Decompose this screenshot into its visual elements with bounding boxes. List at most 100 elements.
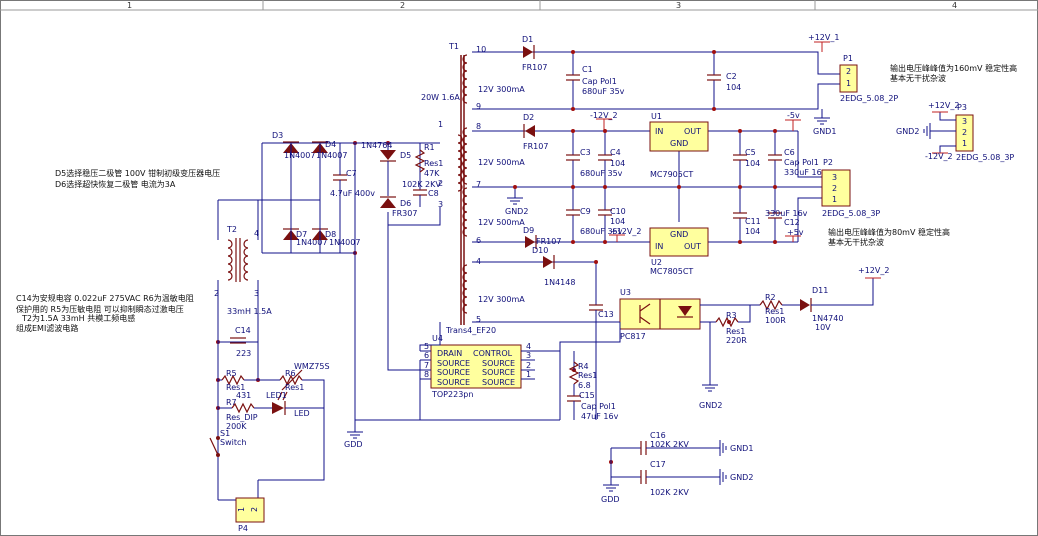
p3-pin2: 2 (962, 128, 967, 137)
capacitor-c16[interactable]: C16 102K 2KV (611, 431, 720, 455)
d3-value: 1N4007 (284, 151, 315, 160)
transformer-t1[interactable]: T1 20W 1.6A Trans4_EF20 12V 300mA 12V 50… (421, 42, 525, 335)
capacitor-c8[interactable]: C8 102K 2KV (402, 180, 441, 198)
c5-value: 104 (745, 159, 760, 168)
capacitor-c11[interactable]: C11 104 (733, 187, 761, 242)
led1-ref: LED1 (266, 391, 287, 400)
c2-value: 104 (726, 83, 741, 92)
controller-u4[interactable]: DRAIN CONTROL SOURCE SOURCE SOURCE SOURC… (430, 334, 522, 399)
power-12v-2-out: +12V_2 (858, 266, 889, 279)
choke-t2[interactable]: T2 33mH 1.5A 2 3 4 (214, 200, 272, 316)
diode-d6[interactable]: D6 FR307 (380, 196, 417, 218)
resistor-r4[interactable]: R4 Res1 6.8 (568, 361, 597, 390)
d9-value: FR107 (536, 237, 561, 246)
regulator-u1[interactable]: IN OUT GND U1 MC7905CT (649, 112, 709, 179)
gdd-symbol-a: GDD (344, 420, 363, 449)
connector-p3[interactable]: 3 2 1 P3 2EDG_5.08_3P +12V_2 -12V_2 GND2 (896, 101, 1014, 162)
capacitor-c6[interactable]: C6 Cap Pol1 330uF 16v (768, 131, 827, 187)
resistor-r2[interactable]: R2 Res1 100R (759, 293, 786, 325)
capacitor-c2[interactable]: C2 104 (707, 52, 741, 109)
optocoupler-u3[interactable]: U3 PC817 (619, 288, 701, 341)
led1-value: LED (294, 409, 310, 418)
u4-pin1: 1 (526, 370, 531, 379)
resistor-r5[interactable]: R5 Res1 431 (218, 369, 258, 400)
zener-d5[interactable]: 1N4764 D5 (361, 141, 411, 196)
d6-ref: D6 (400, 199, 411, 208)
gnd2-symbol-a: GND2 (505, 187, 528, 216)
capacitor-c12[interactable]: C12 330uF 16v (765, 187, 808, 242)
capacitor-c1[interactable]: C1 Cap Pol1 680uF 35v (566, 52, 625, 109)
pin-10: 10 (476, 45, 486, 54)
p1-pin1: 1 (846, 79, 851, 88)
capacitor-c3[interactable]: C3 680uF 35v (566, 131, 623, 187)
r1-value-type: Res1 (424, 159, 443, 168)
c1-ref: C1 (582, 65, 593, 74)
c1-value-type: Cap Pol1 (582, 77, 617, 86)
r2-value-type: Res1 (765, 307, 784, 316)
pin-1: 1 (438, 120, 443, 129)
pin-3: 3 (438, 200, 443, 209)
zener-d11[interactable]: D11 1N4740 10V (800, 286, 843, 332)
gnd2-label-a: GND2 (505, 207, 528, 216)
u4-drain: DRAIN (437, 349, 462, 358)
note-p1-line2: 基本无干扰杂波 (890, 73, 946, 83)
v12-2-label-u2: +12V_2 (610, 227, 641, 236)
p1-type: 2EDG_5.08_2P (840, 94, 898, 103)
capacitor-c14[interactable]: C14 223 (230, 326, 251, 358)
c9-ref: C9 (580, 207, 591, 216)
connector-p2[interactable]: 3 2 1 P2 2EDG_5.08_3P (821, 158, 880, 218)
diode-d9[interactable]: D9 FR107 (523, 226, 561, 249)
gnd1-symbol-c16: GND1 (719, 440, 753, 456)
u4-pin2: 2 (526, 361, 531, 370)
u1-ref: U1 (651, 112, 662, 121)
c12-value: 330uF 16v (765, 209, 808, 218)
r6-value: WMZ75S (294, 362, 330, 371)
resistor-r7[interactable]: R7 Res_DIP 200K (218, 398, 272, 431)
resistor-r3[interactable]: R3 Res1 220R (715, 311, 747, 345)
m12v-2-label: -12V_2 (590, 111, 618, 120)
r6-value-type: Res1 (285, 383, 304, 392)
regulator-u2[interactable]: GND IN OUT U2 MC7805CT (649, 227, 709, 276)
diode-d3[interactable]: D3 1N4007 (272, 131, 315, 160)
diode-d1[interactable]: D1 FR107 (522, 35, 547, 72)
capacitor-c4[interactable]: C4 104 (598, 131, 625, 187)
switch-s1[interactable]: S1 Switch (209, 429, 246, 457)
capacitor-c7[interactable]: C7 4.7uF 400v (330, 165, 375, 200)
d3-ref: D3 (272, 131, 283, 140)
t2-pin4: 4 (254, 229, 259, 238)
c17-value: 102K 2KV (650, 488, 689, 497)
d2-value: FR107 (523, 142, 548, 151)
capacitor-c9[interactable]: C9 680uF 35v (566, 187, 623, 242)
t2-ref: T2 (226, 225, 237, 234)
v12-1-label: +12V_1 (808, 33, 839, 42)
led-led1[interactable]: LED1 LED (266, 391, 324, 418)
r4-value-type: Res1 (578, 371, 597, 380)
pin-9: 9 (476, 102, 481, 111)
t1-type: Trans4_EF20 (445, 326, 496, 335)
p2-ref: P2 (823, 158, 833, 167)
capacitor-c10[interactable]: C10 104 (598, 187, 626, 242)
d4-value: 1N4007 (316, 151, 347, 160)
p3-type: 2EDG_5.08_3P (956, 153, 1014, 162)
diode-d2[interactable]: D2 FR107 (523, 113, 548, 151)
p2-pin1: 1 (832, 195, 837, 204)
u4-pin5: 5 (424, 342, 429, 351)
pin-6: 6 (476, 236, 481, 245)
r1-value: 47K (424, 169, 440, 178)
u4-source-4: SOURCE (482, 368, 515, 377)
capacitor-c13[interactable]: C13 (589, 304, 614, 420)
capacitor-c15[interactable]: C15 Cap Pol1 47uF 16v (567, 391, 619, 421)
thermistor-r6[interactable]: R6 Res1 WMZ75S (258, 362, 330, 481)
c2-ref: C2 (726, 72, 737, 81)
capacitor-c5[interactable]: C5 104 (733, 131, 760, 187)
capacitor-c17[interactable]: C17 102K 2KV (611, 460, 720, 497)
note-p2-line1: 输出电压峰峰值为80mV 稳定性高 (828, 227, 950, 237)
p1-pin2: 2 (846, 67, 851, 76)
power-12v-1: +12V_1 (808, 33, 839, 52)
resistor-r1[interactable]: R1 Res1 47K (414, 143, 443, 178)
diode-d10[interactable]: D10 1N4148 (532, 246, 575, 287)
connector-p1[interactable]: 2 1 P1 2EDG_5.08_2P (839, 54, 898, 103)
connector-p4[interactable]: 1 2 P4 (235, 497, 265, 533)
p4-ref: P4 (238, 524, 248, 533)
c10-value: 104 (610, 217, 625, 226)
